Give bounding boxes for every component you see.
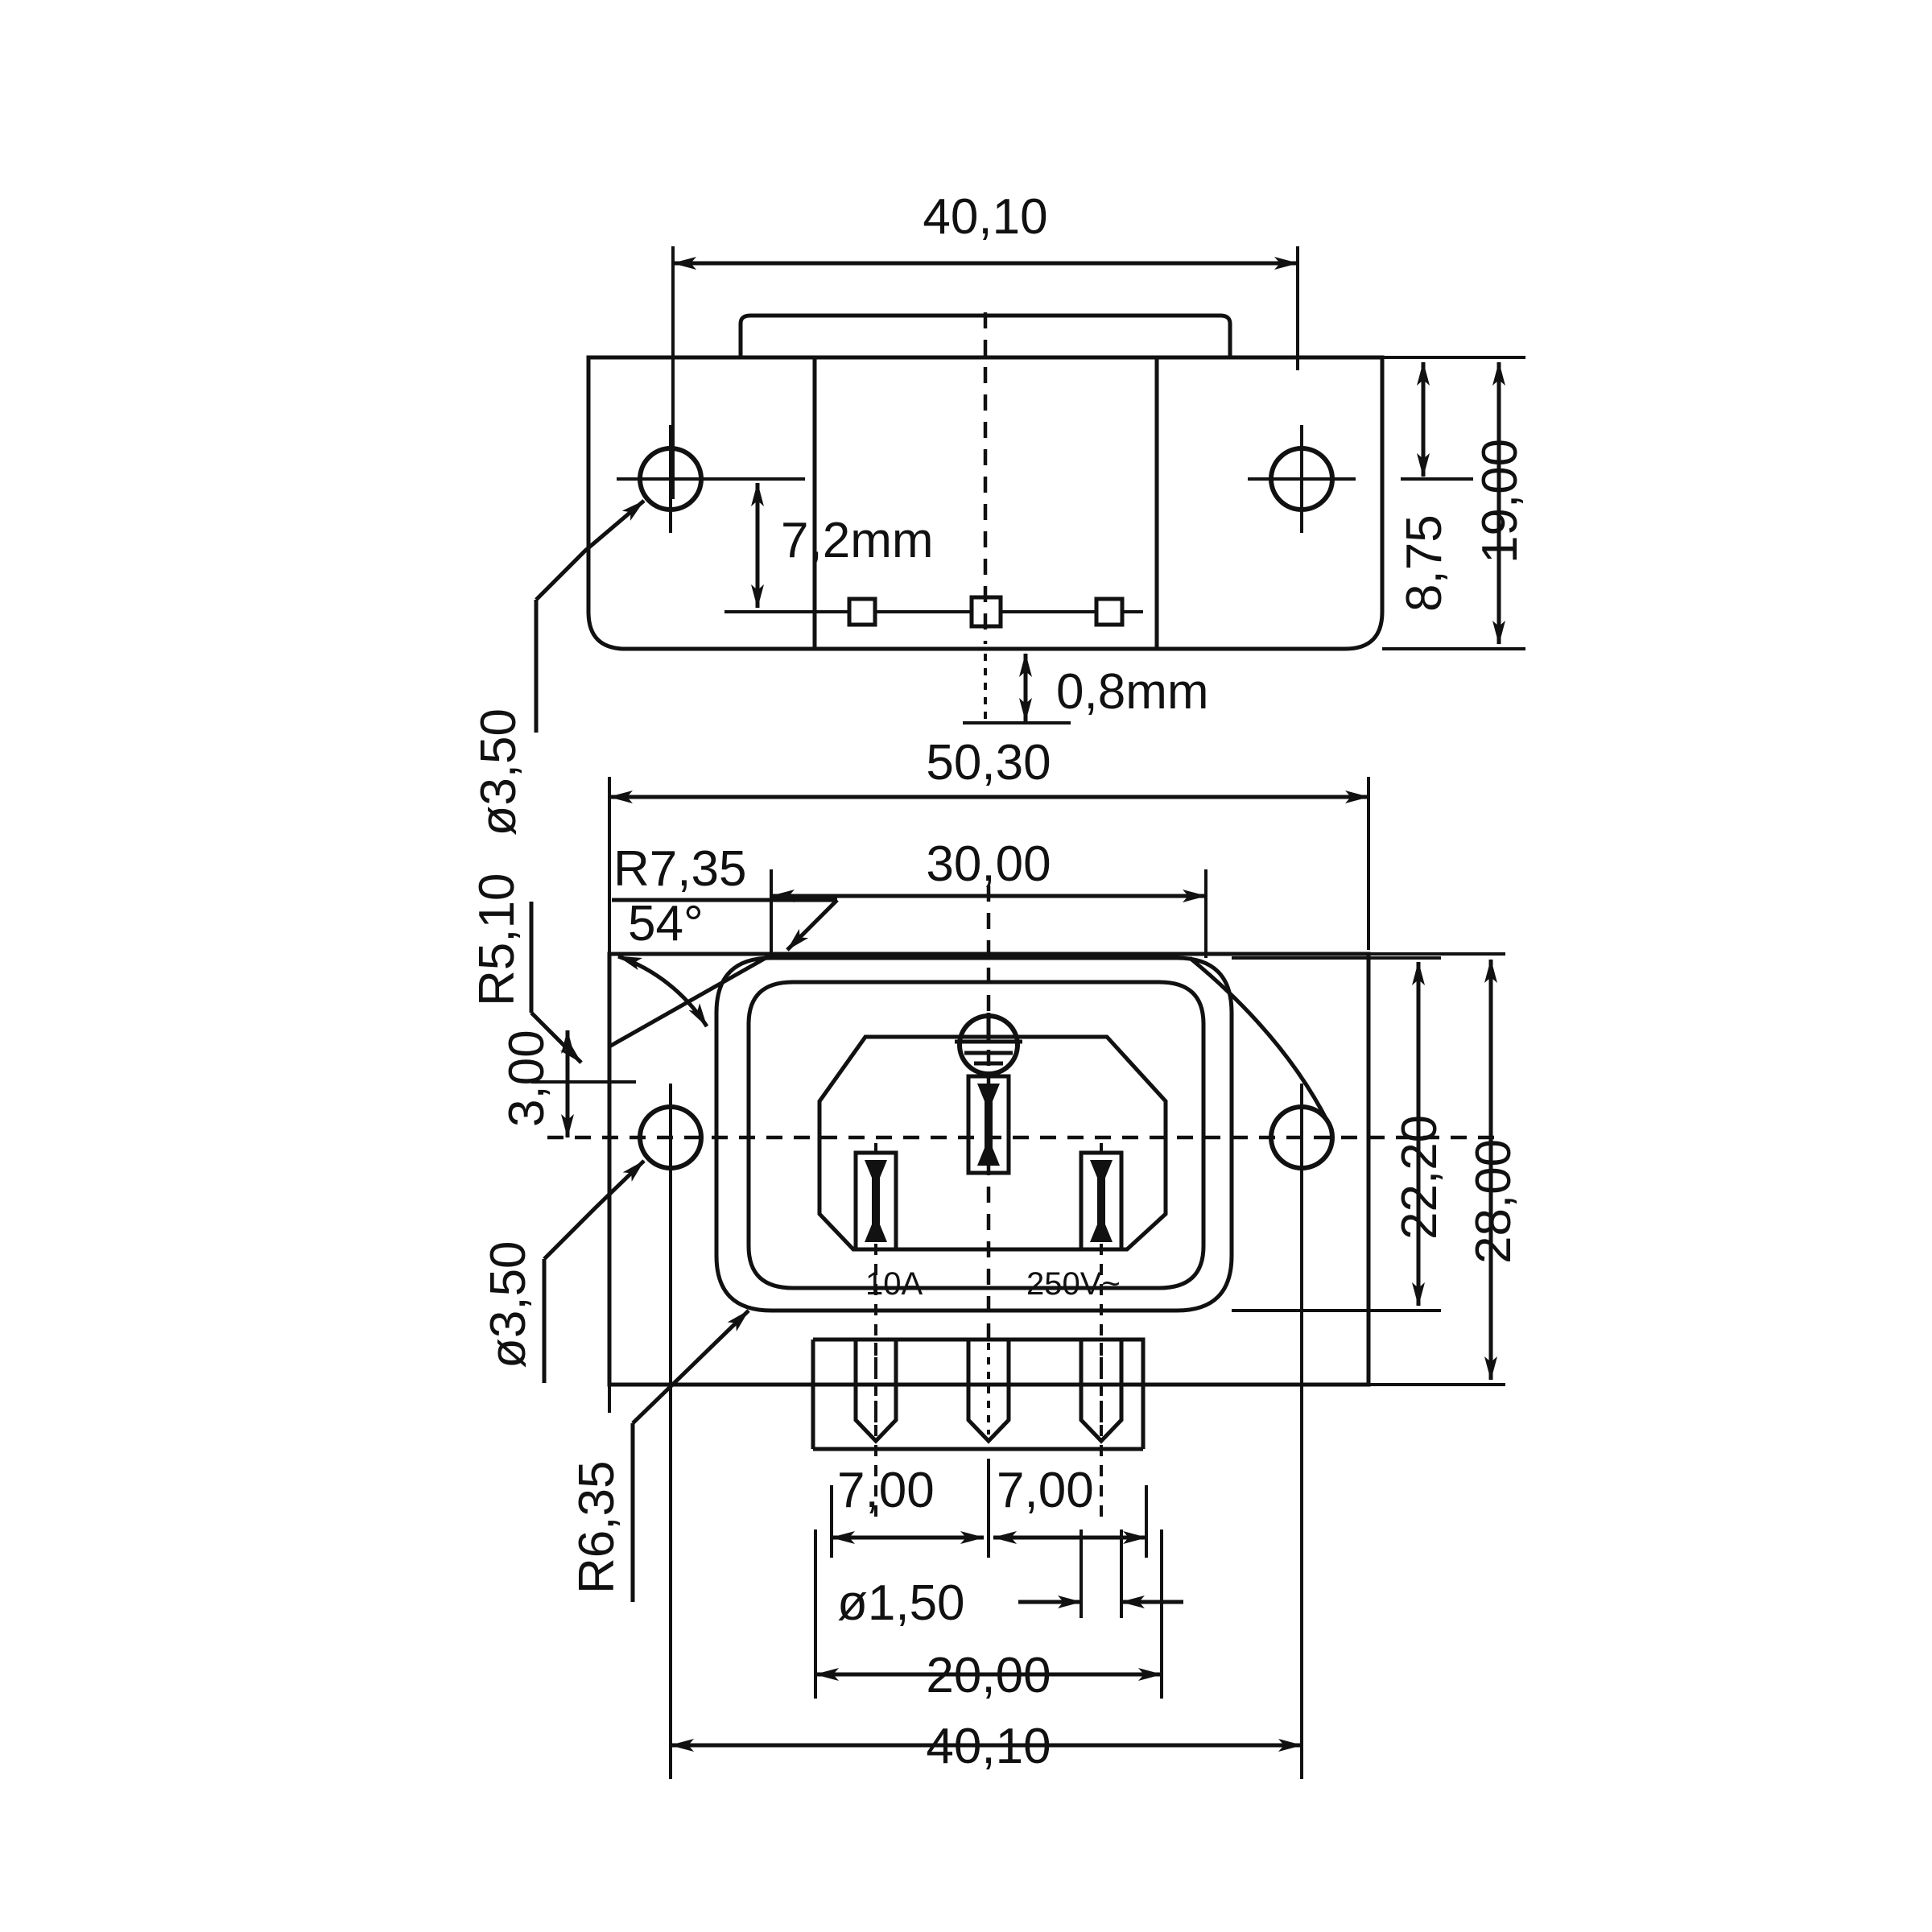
front-hole-spacing-dimension: 20,00 <box>814 1530 1163 1703</box>
front-pin-diameter-dimension: ø1,50 <box>837 1530 1183 1631</box>
dimension-label-mount-spacing: 40,10 <box>926 1719 1051 1774</box>
side-view: 40,10 ø3,50 <box>471 189 1528 836</box>
side-pin-right <box>1094 597 1125 627</box>
dimension-label-pitch-left: 7,00 <box>837 1463 935 1518</box>
angle-54-dimension: 54° <box>608 896 709 1028</box>
side-mount-hole-left <box>617 425 724 533</box>
dimension-label-r5-10: R5,10 <box>469 873 525 1006</box>
dimension-label-flange-width: 50,30 <box>926 735 1051 791</box>
front-view: 50,30 <box>469 735 1521 1779</box>
front-height-dimensions: 22,20 28,00 <box>1232 952 1521 1386</box>
radius-7-35-leader: R7,35 <box>612 841 839 952</box>
dimension-label-hole-spacing: 20,00 <box>926 1648 1051 1703</box>
front-body-right-blend <box>1188 956 1335 1133</box>
front-body-inner <box>746 980 1206 1290</box>
dimension-label-hole-dia-side: ø3,50 <box>471 708 526 836</box>
radius-5-10-leader: R5,10 <box>469 873 583 1064</box>
side-overall-width-dimension: 40,10 <box>671 189 1299 499</box>
side-pin-footprints <box>847 595 1125 629</box>
dimension-label-body-width: 30,00 <box>926 836 1051 892</box>
front-body-width-dimension: 30,00 <box>770 836 1208 958</box>
dimension-label-22-20: 22,20 <box>1392 1115 1447 1240</box>
side-flange-outline <box>586 355 1385 651</box>
dimension-label-top-width: 40,10 <box>923 189 1047 245</box>
front-edge-offset-dimension: 3,00 <box>499 1030 636 1138</box>
dimension-label-r7-35: R7,35 <box>613 841 746 897</box>
side-tab-thickness-dimension: 0,8mm <box>963 653 1208 724</box>
front-pin-center <box>966 1340 1011 1444</box>
front-mount-hole-spacing-dimension: 40,10 <box>669 1171 1303 1779</box>
dimension-label-tab-thickness: 0,8mm <box>1056 664 1208 720</box>
dimension-label-pitch-right: 7,00 <box>997 1463 1094 1518</box>
marking-current-rating: 10A <box>865 1266 923 1302</box>
front-flange-outline <box>607 952 1371 1387</box>
dimension-label-8-75: 8,75 <box>1397 514 1452 612</box>
marking-voltage-rating: 250V~ <box>1026 1266 1121 1302</box>
dimension-label-pin-dia: ø1,50 <box>837 1575 965 1631</box>
radius-6-35-leader: R6,35 <box>569 1309 750 1602</box>
front-body-outer <box>714 956 1234 1313</box>
dimension-label-angle-54: 54° <box>628 896 704 952</box>
dimension-label-28-00: 28,00 <box>1466 1139 1521 1264</box>
dimension-label-hole-dia-front: ø3,50 <box>481 1241 536 1368</box>
front-connector-face <box>817 1034 1168 1252</box>
front-pin-pitch-dimensions: 7,00 7,00 <box>830 1459 1148 1558</box>
side-body-strip <box>738 313 1232 357</box>
side-pin-left <box>847 597 877 627</box>
side-pin-offset-dimension: 7,2mm <box>724 477 1143 613</box>
side-mount-hole-right <box>1248 425 1356 533</box>
dimension-label-r6-35: R6,35 <box>569 1461 625 1594</box>
dimension-label-pin-offset: 7,2mm <box>781 513 933 568</box>
dimension-label-19-00: 19,00 <box>1472 439 1528 564</box>
side-hole-diameter-leader: ø3,50 <box>471 499 646 836</box>
side-height-dimensions: 8,75 19,00 <box>1382 356 1528 650</box>
front-hole-diameter-leader: ø3,50 <box>481 1159 646 1383</box>
dimension-label-edge-offset: 3,00 <box>499 1030 555 1127</box>
